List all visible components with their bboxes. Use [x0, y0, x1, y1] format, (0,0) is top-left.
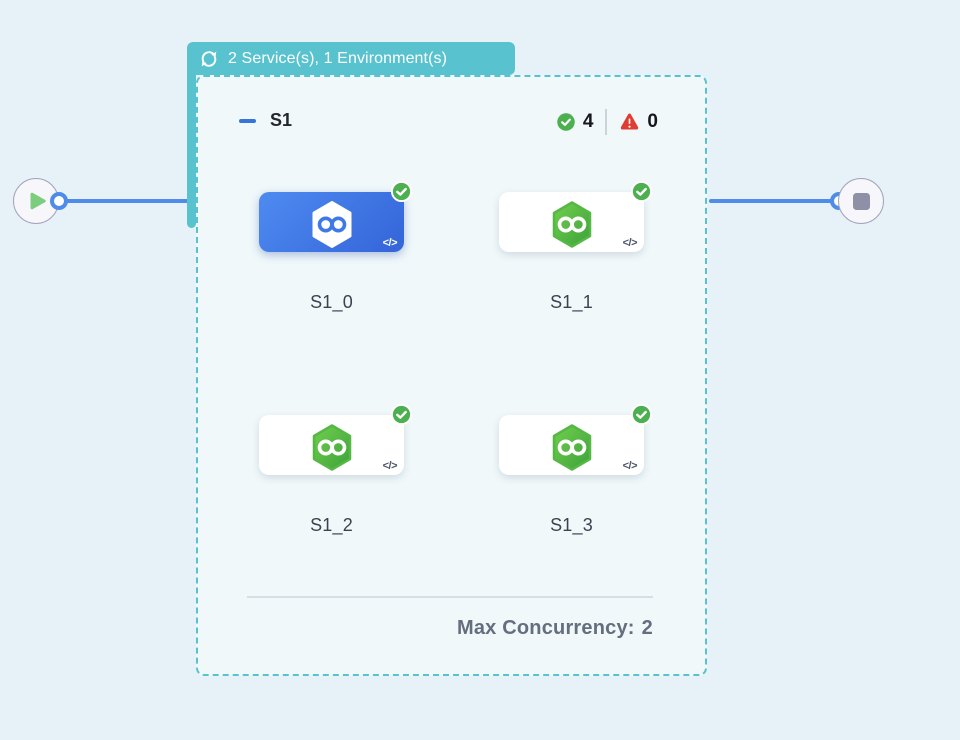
stage-accent-strip: [187, 70, 196, 228]
collapse-minus-icon[interactable]: [239, 119, 256, 123]
stage-summary-label: 2 Service(s), 1 Environment(s): [228, 49, 448, 67]
success-count: 4: [582, 110, 594, 132]
code-icon: </>: [382, 460, 398, 472]
infinity-hexagon-icon: [552, 200, 591, 248]
service-label: S1_0: [310, 292, 353, 312]
service-item: </> S1_1: [499, 180, 653, 313]
play-icon: [30, 192, 46, 210]
check-circle-icon: [390, 403, 413, 426]
max-concurrency: Max Concurrency: 2: [457, 617, 653, 640]
max-concurrency-label: Max Concurrency:: [456, 617, 635, 639]
service-card-s1-0[interactable]: </>: [259, 180, 413, 252]
stage-title: S1: [270, 110, 293, 130]
stage-matrix-panel: S1 4 0: [196, 75, 707, 676]
warning-triangle-icon: [621, 113, 639, 130]
stage-summary-badge[interactable]: 2 Service(s), 1 Environment(s): [187, 42, 515, 75]
code-icon: </>: [382, 237, 398, 249]
edge-stage-to-end: [709, 199, 839, 203]
code-icon: </>: [622, 460, 638, 472]
service-card-s1-2[interactable]: </>: [259, 403, 413, 475]
loop-icon: [201, 50, 217, 67]
footer-divider: [247, 596, 653, 598]
service-item: </> S1_0: [259, 180, 413, 313]
max-concurrency-value: 2: [641, 617, 653, 639]
service-card-s1-3[interactable]: </>: [499, 403, 653, 475]
end-node[interactable]: [838, 178, 884, 224]
service-label: S1_1: [550, 292, 593, 312]
error-count: 0: [647, 110, 658, 132]
service-item: </> S1_2: [259, 403, 413, 536]
code-icon: </>: [622, 237, 638, 249]
check-circle-icon: [390, 180, 413, 203]
service-item: </> S1_3: [499, 403, 653, 536]
service-label: S1_2: [310, 515, 353, 535]
infinity-hexagon-icon: [312, 200, 351, 248]
infinity-hexagon-icon: [312, 423, 351, 471]
service-label: S1_3: [550, 515, 593, 535]
stage-status-counts: 4 0: [556, 108, 658, 135]
edge-start-to-stage: [61, 199, 190, 203]
check-circle-icon: [630, 403, 653, 426]
check-circle-icon: [630, 180, 653, 203]
check-circle-icon: [557, 112, 575, 131]
service-card-s1-1[interactable]: </>: [499, 180, 653, 252]
start-edge-connector-dot: [50, 192, 68, 210]
infinity-hexagon-icon: [552, 423, 591, 471]
counts-divider: [605, 108, 608, 135]
stop-icon: [852, 192, 870, 210]
